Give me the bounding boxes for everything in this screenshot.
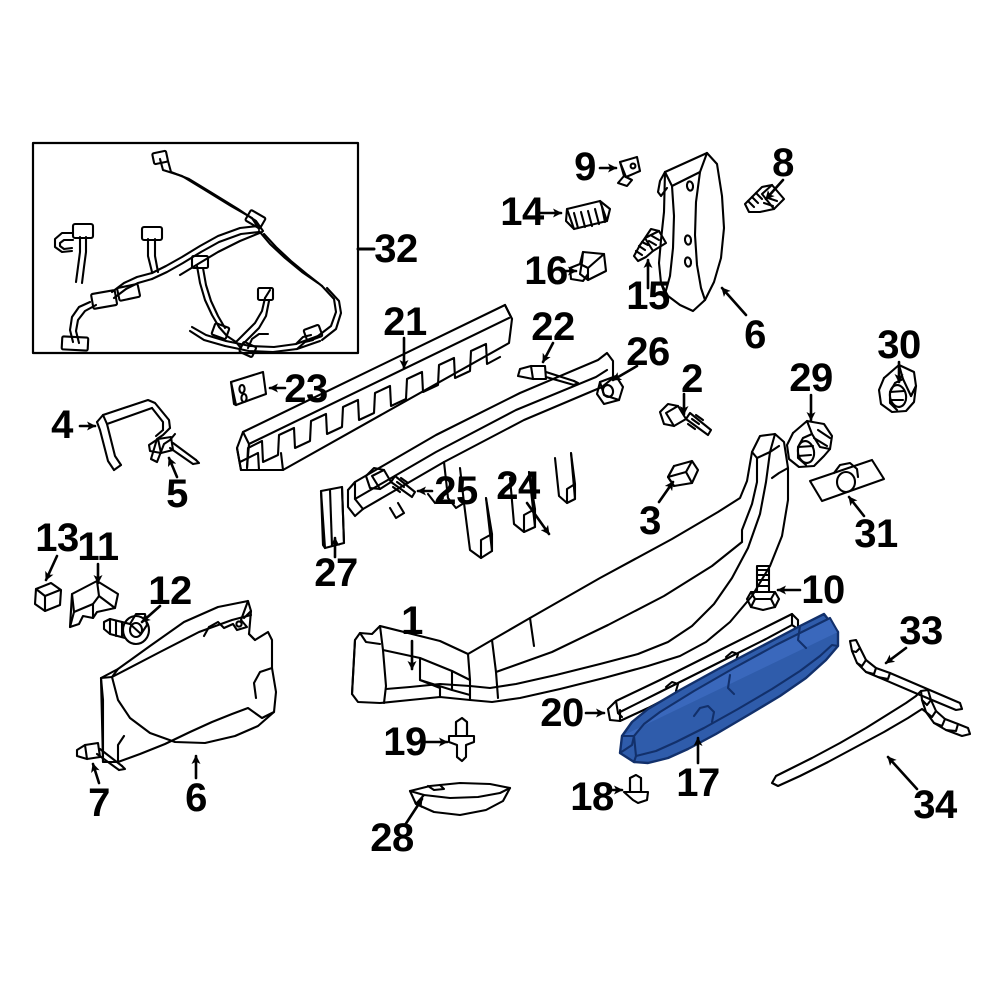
part-12-screw <box>102 612 151 646</box>
part-5-pin <box>147 435 201 466</box>
callout-label-park-sensor-29: 29 <box>789 356 833 400</box>
callout-label-molding-33: 33 <box>899 609 943 653</box>
callout-label-reinforcement-24: 24 <box>496 464 540 508</box>
leader-31 <box>847 495 866 518</box>
callout-label-bolt-25: 25 <box>434 469 478 513</box>
callout-label-sensor-bracket-31: 31 <box>854 512 898 556</box>
callout-label-bracket-11: 11 <box>77 525 119 569</box>
callout-label-retainer-9: 9 <box>574 145 596 189</box>
leader-7 <box>91 762 101 785</box>
callout-label-spacer-27: 27 <box>314 551 358 595</box>
part-15-bolt <box>632 227 668 263</box>
callout-label-side-bracket-6-right: 6 <box>744 313 766 357</box>
part-6-bracket-left <box>99 599 278 764</box>
leader-6-right <box>720 286 748 317</box>
callout-label-bolt-2: 2 <box>681 357 703 401</box>
wire-harness-drawing <box>53 149 343 358</box>
part-13-clip <box>33 581 63 613</box>
part-1-bumper-cover <box>350 432 790 705</box>
callout-label-absorber-21: 21 <box>383 300 427 344</box>
callout-label-retainer-16: 16 <box>524 249 568 293</box>
leader-22 <box>541 341 555 364</box>
callout-label-side-bracket-6-left: 6 <box>185 776 207 820</box>
leader-33 <box>884 646 908 665</box>
callout-label-rivet-19: 19 <box>383 720 427 764</box>
part-34-molding <box>770 688 972 788</box>
part-30-sensor <box>877 363 918 414</box>
callout-label-deflector-28: 28 <box>370 816 414 860</box>
leader-34 <box>886 755 919 791</box>
callout-label-bumper-cover: 1 <box>401 599 423 643</box>
part-18-rivet <box>622 773 650 805</box>
part-7-pin <box>75 741 127 772</box>
callout-label-bolt-8: 8 <box>772 141 794 185</box>
callout-label-wire-harness-32: 32 <box>374 227 418 271</box>
part-29-sensor <box>785 419 834 469</box>
callout-label-pin-22: 22 <box>531 305 575 349</box>
callout-label-pin-5: 5 <box>166 472 188 516</box>
callout-label-tow-hook-4: 4 <box>51 403 73 447</box>
leader-28 <box>403 797 424 827</box>
part-16-retainer <box>568 250 608 283</box>
callout-label-bolt-15: 15 <box>626 274 670 318</box>
callout-label-screw-12: 12 <box>148 569 192 613</box>
leader-3 <box>657 480 675 504</box>
callout-label-pin-7: 7 <box>88 781 110 825</box>
part-14-pad <box>564 199 612 231</box>
part-24-reinforcement <box>346 351 615 560</box>
leader-12 <box>140 604 162 624</box>
part-23-plate <box>229 370 268 407</box>
part-27-spacer <box>319 485 346 550</box>
harness-inset-box <box>31 141 360 358</box>
callout-label-plate-23: 23 <box>284 367 328 411</box>
callout-label-molding-34: 34 <box>913 783 957 827</box>
part-17-step-pad-highlighted <box>618 612 840 765</box>
part-4-hook <box>95 398 177 472</box>
part-28-deflector <box>408 781 512 817</box>
leader-5 <box>167 456 179 479</box>
leader-26 <box>611 364 639 382</box>
part-33-molding <box>848 638 964 712</box>
callout-label-bracket-3: 3 <box>639 499 661 543</box>
leader-24 <box>525 501 551 536</box>
callout-label-rivet-18: 18 <box>570 775 614 819</box>
leader-8 <box>764 178 785 201</box>
leader-13 <box>44 554 59 582</box>
part-19-rivet <box>447 716 476 763</box>
callout-label-pad-14: 14 <box>500 190 544 234</box>
callout-label-park-sensor-30: 30 <box>877 323 921 367</box>
part-11-bracket <box>68 579 120 629</box>
part-9-retainer <box>616 155 642 188</box>
callout-label-clip-13: 13 <box>35 516 79 560</box>
callout-label-trim-20: 20 <box>540 691 584 735</box>
part-10-bolt <box>745 564 781 612</box>
part-2-bolt <box>658 402 713 437</box>
part-8-bolt <box>743 183 786 214</box>
part-31-bracket <box>808 458 886 503</box>
part-6-bracket-right <box>656 151 726 313</box>
callout-label-step-pad-17: 17 <box>676 761 720 805</box>
callout-label-bolt-10: 10 <box>801 568 845 612</box>
part-21-absorber <box>235 303 514 472</box>
callout-label-grommet-26: 26 <box>626 330 670 374</box>
part-20-trim <box>606 612 800 723</box>
